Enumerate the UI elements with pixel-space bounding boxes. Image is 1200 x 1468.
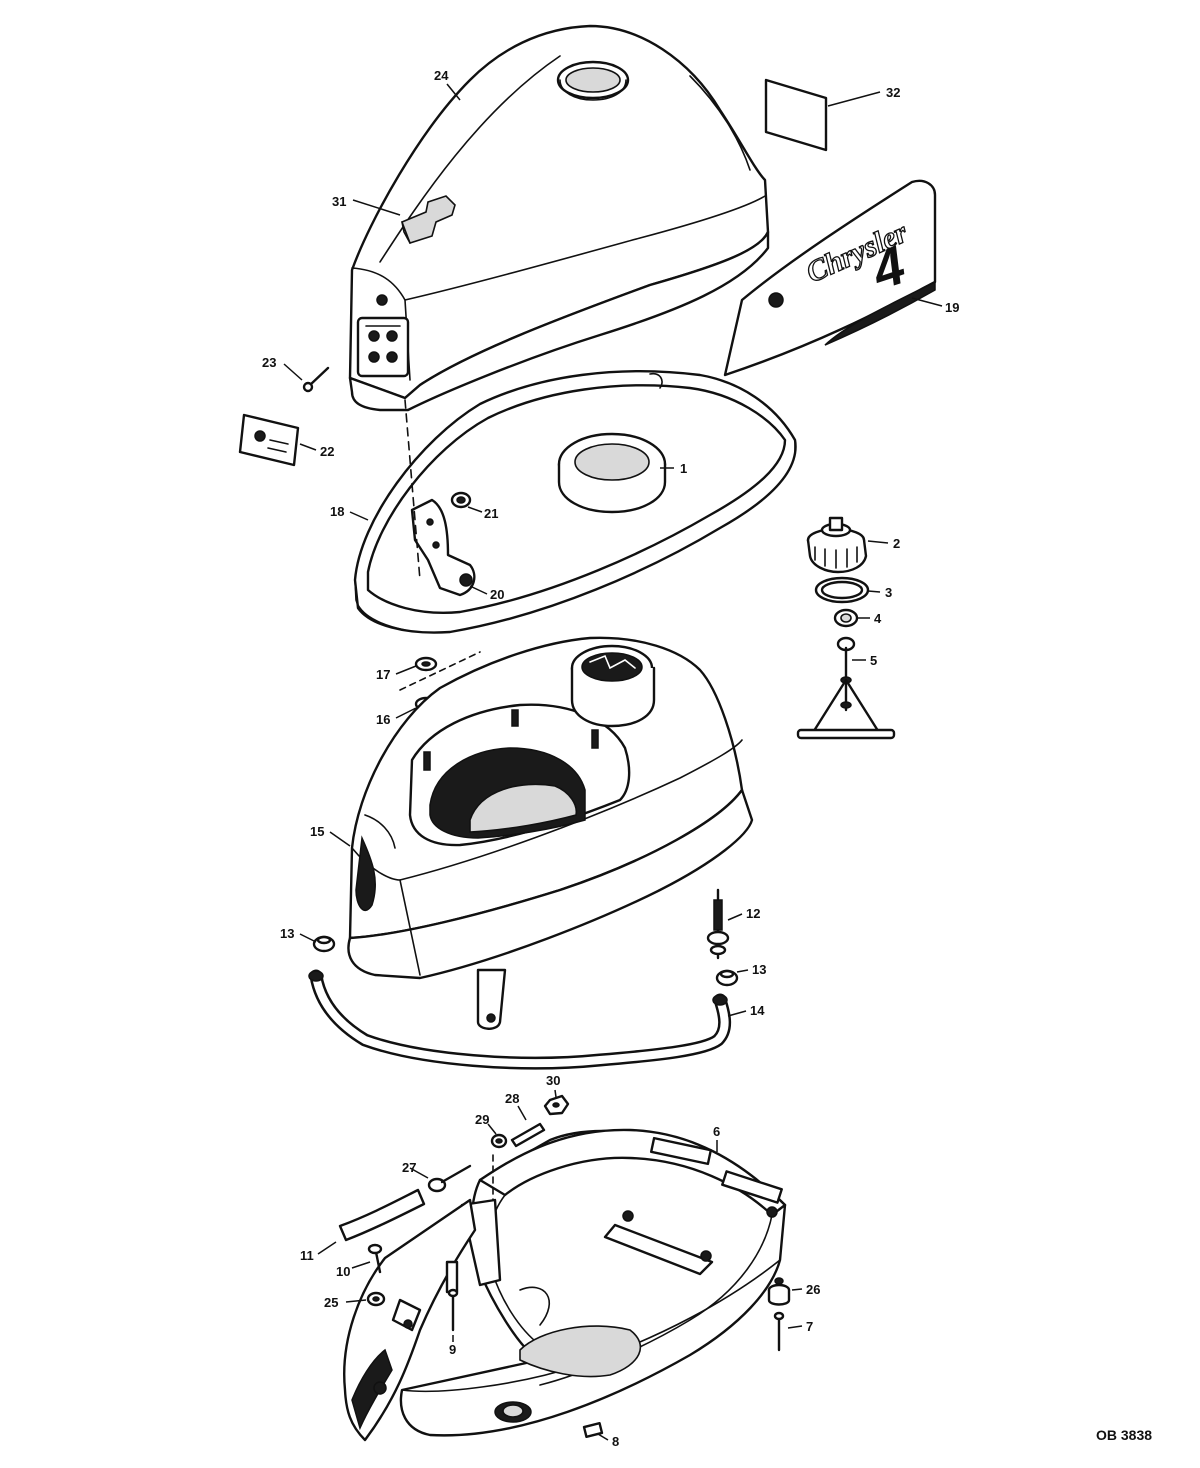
callout-20: 20 (490, 587, 504, 602)
reference-code: OB 3838 (1096, 1427, 1152, 1443)
screw-10 (367, 1243, 383, 1274)
callout-32: 32 (886, 85, 900, 100)
fuel-fitting-12 (706, 888, 730, 960)
o-ring-3 (814, 576, 870, 604)
callout-2: 2 (893, 536, 900, 551)
screw-9 (447, 1288, 459, 1332)
callout-31: 31 (332, 194, 346, 209)
screw-23 (302, 366, 330, 393)
callout-30: 30 (546, 1073, 560, 1088)
callout-24: 24 (434, 68, 449, 83)
callout-12: 12 (746, 906, 760, 921)
chrysler-side-decal: Chrysler 4 (723, 179, 937, 377)
callout-18: 18 (330, 504, 344, 519)
callout-8: 8 (612, 1434, 619, 1449)
upper-motor-cover (348, 24, 770, 412)
mounting-bracket-20 (410, 498, 476, 597)
callout-27: 27 (402, 1160, 416, 1175)
callout-25: 25 (324, 1295, 338, 1310)
leader-lines (283, 83, 943, 1441)
lower-motor-cover (399, 1128, 787, 1437)
stud-28 (510, 1122, 546, 1148)
callout-13-left: 13 (280, 926, 294, 941)
callout-13-right: 13 (752, 962, 766, 977)
ring-grommet (557, 432, 667, 514)
fuel-tank-housing (347, 636, 754, 980)
bolt-27 (427, 1164, 472, 1193)
callout-6: 6 (713, 1124, 720, 1139)
callout-21: 21 (484, 506, 498, 521)
control-panel-openings (356, 316, 410, 378)
hose-clamp-13-left (312, 935, 336, 953)
screw-7 (773, 1311, 785, 1352)
callout-10: 10 (336, 1264, 350, 1279)
callout-28: 28 (505, 1091, 519, 1106)
callout-1: 1 (680, 461, 687, 476)
cover-handle-grip (400, 195, 456, 244)
knob-26 (767, 1277, 791, 1306)
callout-11: 11 (300, 1248, 314, 1263)
callout-7: 7 (806, 1319, 813, 1334)
blank-decal-32 (764, 78, 828, 152)
nut-21 (450, 491, 472, 509)
bushing-25 (366, 1260, 459, 1332)
nut-30 (543, 1094, 570, 1116)
decal-strip-11 (338, 1188, 426, 1242)
callout-9: 9 (449, 1342, 456, 1357)
callout-5: 5 (870, 653, 877, 668)
callout-26: 26 (806, 1282, 820, 1297)
plug-8 (582, 1422, 604, 1438)
callout-16: 16 (376, 712, 390, 727)
callout-15: 15 (310, 824, 324, 839)
callout-23: 23 (262, 355, 276, 370)
grommet-17 (414, 656, 438, 672)
name-plate-22 (238, 413, 300, 467)
callout-14: 14 (750, 1003, 765, 1018)
callout-labels: 24 32 31 19 23 22 1 18 21 20 2 3 4 5 17 … (262, 68, 959, 1449)
washer-29 (490, 1133, 508, 1149)
callout-17: 17 (376, 667, 390, 682)
callout-3: 3 (885, 585, 892, 600)
callout-29: 29 (475, 1112, 489, 1127)
callout-4: 4 (874, 611, 882, 626)
washer-4 (833, 608, 859, 628)
fuel-hose-14 (308, 968, 732, 1070)
hose-clamp-13-right (715, 969, 739, 987)
vent-screw-stand-5 (796, 636, 896, 740)
callout-22: 22 (320, 444, 334, 459)
fuel-cap-2 (806, 516, 868, 574)
callout-19: 19 (945, 300, 959, 315)
